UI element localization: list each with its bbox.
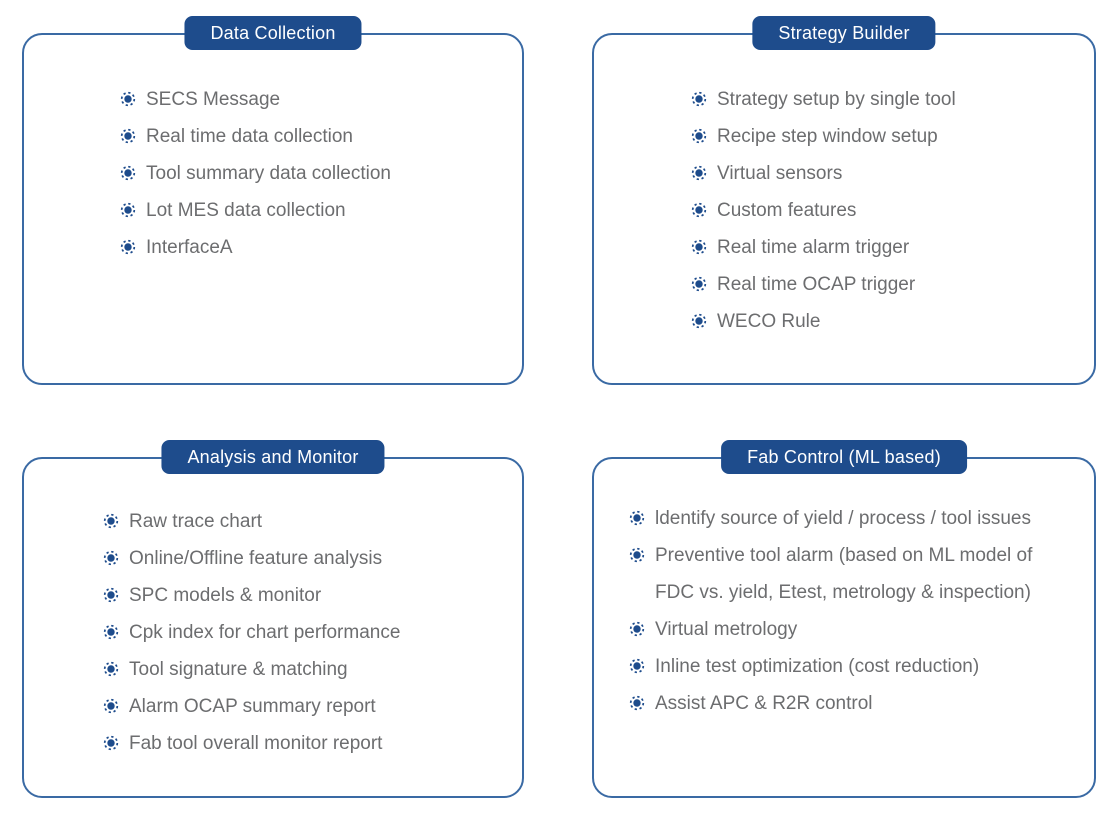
list-item-label: ldentify source of yield / process / too…: [655, 508, 1031, 529]
list-item-label: Custom features: [717, 200, 857, 221]
feature-list: SECS Message Real time data collection T…: [24, 35, 522, 266]
feature-list: Strategy setup by single tool Recipe ste…: [594, 35, 1094, 340]
list-item-label: Assist APC & R2R control: [655, 693, 873, 714]
list-item-label: Tool summary data collection: [146, 163, 391, 184]
list-item-label: Cpk index for chart performance: [129, 622, 401, 643]
dotted-circle-icon: [629, 621, 645, 637]
feature-list: Raw trace chart Online/Offline feature a…: [24, 459, 522, 762]
list-item-label: Real time alarm trigger: [717, 237, 910, 258]
dotted-circle-icon: [120, 202, 136, 218]
dotted-circle-icon: [691, 313, 707, 329]
feature-list: ldentify source of yield / process / too…: [594, 459, 1094, 722]
dotted-circle-icon: [691, 165, 707, 181]
dotted-circle-icon: [103, 513, 119, 529]
list-item: Real time data collection: [120, 118, 504, 155]
list-item: Lot MES data collection: [120, 192, 504, 229]
card-title: Analysis and Monitor: [187, 447, 359, 467]
card-data-collection: Data Collection SECS Message Real time d…: [22, 16, 524, 385]
list-item: Alarm OCAP summary report: [103, 688, 504, 725]
dotted-circle-icon: [691, 276, 707, 292]
list-item: Real time alarm trigger: [691, 229, 1076, 266]
list-item-label: InterfaceA: [146, 237, 233, 258]
list-item-label: Raw trace chart: [129, 511, 263, 532]
dotted-circle-icon: [103, 698, 119, 714]
card-analysis-and-monitor: Analysis and Monitor Raw trace chart Onl…: [22, 440, 524, 798]
list-item-label: Inline test optimization (cost reduction…: [655, 656, 980, 677]
list-item: Virtual metrology: [629, 611, 1076, 648]
card-title-tab: Fab Control (ML based): [721, 440, 967, 474]
list-item: Inline test optimization (cost reduction…: [629, 648, 1076, 685]
card-fab-control-ml-based: Fab Control (ML based) ldentify source o…: [592, 440, 1096, 798]
dotted-circle-icon: [103, 550, 119, 566]
card-strategy-builder: Strategy Builder Strategy setup by singl…: [592, 16, 1096, 385]
list-item: SECS Message: [120, 81, 504, 118]
list-item: Assist APC & R2R control: [629, 685, 1076, 722]
list-item: Strategy setup by single tool: [691, 81, 1076, 118]
list-item: Preventive tool alarm (based on ML model…: [629, 537, 1076, 611]
card-title: Strategy Builder: [778, 23, 910, 43]
list-item: Online/Offline feature analysis: [103, 540, 504, 577]
dotted-circle-icon: [120, 239, 136, 255]
dotted-circle-icon: [103, 735, 119, 751]
dotted-circle-icon: [629, 658, 645, 674]
card-title-tab: Strategy Builder: [752, 16, 936, 50]
list-item: InterfaceA: [120, 229, 504, 266]
list-item-label: Strategy setup by single tool: [717, 89, 956, 110]
list-item-label: SPC models & monitor: [129, 585, 322, 606]
list-item-label: WECO Rule: [717, 311, 821, 332]
list-item-label: Lot MES data collection: [146, 200, 346, 221]
dotted-circle-icon: [691, 239, 707, 255]
card-title: Data Collection: [210, 23, 336, 43]
list-item: Real time OCAP trigger: [691, 266, 1076, 303]
list-item-label: Tool signature & matching: [129, 659, 348, 680]
list-item-label: Virtual metrology: [655, 619, 798, 640]
list-item-label: Alarm OCAP summary report: [129, 696, 376, 717]
list-item-label: Online/Offline feature analysis: [129, 548, 383, 569]
list-item-label: Virtual sensors: [717, 163, 843, 184]
list-item: Raw trace chart: [103, 503, 504, 540]
dotted-circle-icon: [691, 202, 707, 218]
list-item: Custom features: [691, 192, 1076, 229]
list-item: Recipe step window setup: [691, 118, 1076, 155]
list-item-label: Preventive tool alarm (based on ML model…: [655, 545, 1033, 603]
dotted-circle-icon: [629, 547, 645, 563]
list-item-label: Real time data collection: [146, 126, 353, 147]
dotted-circle-icon: [120, 165, 136, 181]
list-item: Tool summary data collection: [120, 155, 504, 192]
card-title: Fab Control (ML based): [747, 447, 941, 467]
list-item: SPC models & monitor: [103, 577, 504, 614]
dotted-circle-icon: [629, 510, 645, 526]
card-title-tab: Analysis and Monitor: [161, 440, 385, 474]
list-item: Virtual sensors: [691, 155, 1076, 192]
dotted-circle-icon: [103, 587, 119, 603]
list-item-label: Real time OCAP trigger: [717, 274, 916, 295]
dotted-circle-icon: [629, 695, 645, 711]
dotted-circle-icon: [103, 624, 119, 640]
list-item-label: Fab tool overall monitor report: [129, 733, 383, 754]
dotted-circle-icon: [691, 128, 707, 144]
list-item-label: SECS Message: [146, 89, 281, 110]
list-item: Cpk index for chart performance: [103, 614, 504, 651]
dotted-circle-icon: [120, 91, 136, 107]
dotted-circle-icon: [103, 661, 119, 677]
list-item-label: Recipe step window setup: [717, 126, 938, 147]
card-title-tab: Data Collection: [184, 16, 362, 50]
list-item: WECO Rule: [691, 303, 1076, 340]
list-item: ldentify source of yield / process / too…: [629, 500, 1076, 537]
dotted-circle-icon: [691, 91, 707, 107]
dotted-circle-icon: [120, 128, 136, 144]
list-item: Fab tool overall monitor report: [103, 725, 504, 762]
list-item: Tool signature & matching: [103, 651, 504, 688]
